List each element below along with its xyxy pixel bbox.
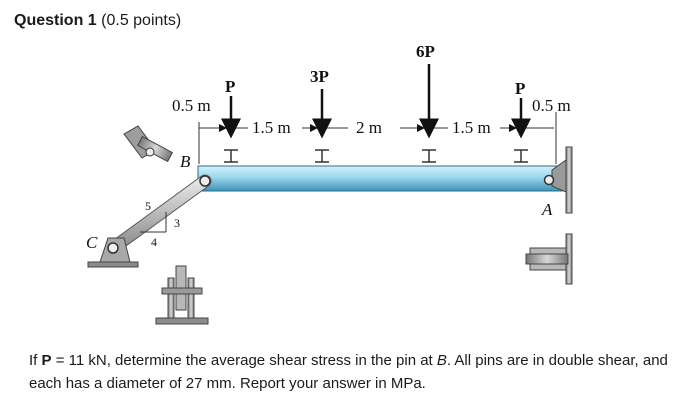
problem-intro: If bbox=[29, 352, 42, 369]
support-c bbox=[87, 237, 139, 268]
dim-label-span-2: 2 m bbox=[356, 118, 382, 137]
dim-label-right-offset: 0.5 m bbox=[532, 96, 571, 115]
question-header: Question 1 (0.5 points) bbox=[14, 12, 181, 30]
problem-rest: . All pins are in double shear, and each… bbox=[29, 352, 668, 392]
point-label-c: C bbox=[86, 233, 98, 252]
load-label-p-right: P bbox=[515, 79, 525, 98]
support-a bbox=[543, 146, 573, 214]
point-label-a: A bbox=[541, 200, 553, 219]
load-label-3p: 3P bbox=[310, 67, 329, 86]
pin-detail-a bbox=[525, 233, 573, 285]
load-arrow-p-right bbox=[511, 98, 531, 163]
load-arrow-p-left bbox=[221, 96, 241, 163]
problem-var-p: P bbox=[41, 352, 52, 369]
beam bbox=[197, 165, 563, 192]
slope-triangle bbox=[140, 212, 167, 233]
pin-detail-c bbox=[123, 125, 174, 163]
load-arrow-6p bbox=[419, 64, 439, 163]
slope-label-run: 4 bbox=[151, 235, 157, 249]
slope-label-hyp: 5 bbox=[145, 199, 151, 213]
dimension-lines bbox=[198, 112, 557, 164]
load-label-p-left: P bbox=[225, 77, 235, 96]
strut-cb bbox=[106, 174, 212, 255]
problem-var-b: B bbox=[436, 352, 447, 369]
load-label-6p: 6P bbox=[416, 42, 435, 61]
point-label-b: B bbox=[180, 152, 191, 171]
dim-label-span-3: 1.5 m bbox=[452, 118, 491, 137]
problem-statement: If P = 11 kN, determine the average shea… bbox=[29, 349, 669, 395]
dim-label-left-offset: 0.5 m bbox=[172, 96, 211, 115]
pin-detail-b bbox=[155, 265, 209, 325]
load-arrow-3p bbox=[312, 89, 332, 163]
problem-given: = 11 kN, determine the average shear str… bbox=[51, 352, 437, 369]
slope-label-rise: 3 bbox=[174, 216, 180, 230]
pin-b bbox=[199, 175, 211, 187]
beam-figure: P 3P 6P P 0.5 m 1.5 m 2 m 1.5 m 0.5 m B … bbox=[86, 42, 573, 325]
dim-label-span-1: 1.5 m bbox=[252, 118, 291, 137]
question-title: Question 1 bbox=[14, 12, 97, 29]
question-points: (0.5 points) bbox=[101, 12, 182, 29]
